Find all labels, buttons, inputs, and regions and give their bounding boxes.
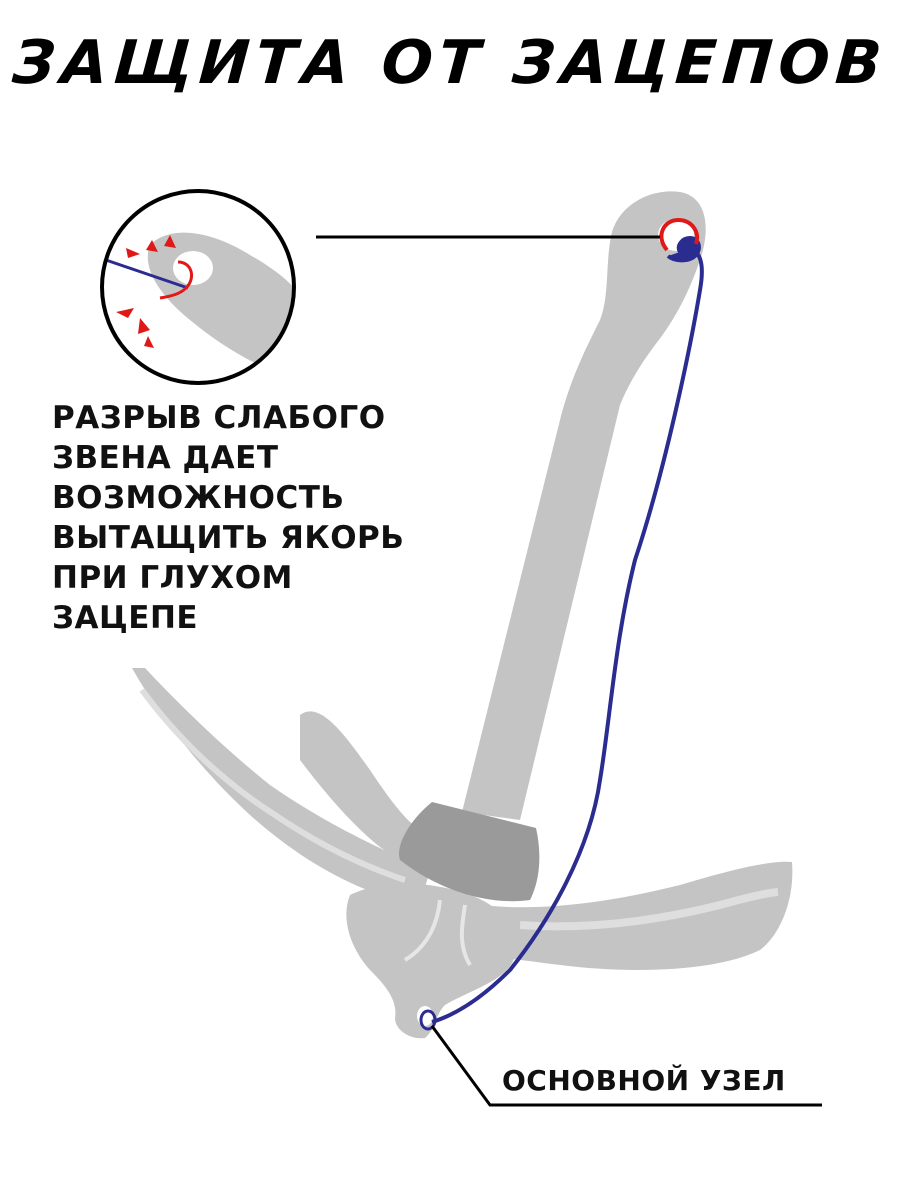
weak-link-loop xyxy=(659,217,699,252)
caption-line: ВЫТАЩИТЬ ЯКОРЬ xyxy=(52,520,405,556)
break-spark-5 xyxy=(138,318,150,334)
break-spark-3 xyxy=(126,248,140,258)
caption-line: РАЗРЫВ СЛАБОГО xyxy=(52,400,386,436)
break-spark-2 xyxy=(164,235,176,248)
caption-line: ВОЗМОЖНОСТЬ xyxy=(52,480,345,516)
anchor-fluke-right-highlight xyxy=(519,888,779,931)
weak-link-caption: РАЗРЫВ СЛАБОГО ЗВЕНА ДАЕТ ВОЗМОЖНОСТЬ ВЫ… xyxy=(52,398,432,638)
callout-line-bottom xyxy=(430,1025,822,1107)
zoom-broken-loop xyxy=(159,260,194,300)
caption-line: ЗАЦЕПЕ xyxy=(52,600,199,636)
anchor-shank xyxy=(462,191,706,820)
anchor-crown-seam xyxy=(403,899,472,967)
main-knot xyxy=(419,1009,437,1031)
zoom-rope xyxy=(102,256,189,290)
anchor-fluke-right xyxy=(450,861,793,970)
zoom-eye-hole xyxy=(173,251,213,285)
zoom-circle-border xyxy=(100,189,296,385)
break-spark-4 xyxy=(116,308,134,318)
weak-link-knot xyxy=(666,235,701,263)
break-spark-1 xyxy=(146,240,158,252)
anchor-bottom-eye xyxy=(417,1006,433,1026)
anchor-fluke-left-highlight xyxy=(139,688,406,883)
main-rope xyxy=(431,244,704,1024)
caption-line: ПРИ ГЛУХОМ xyxy=(52,560,293,596)
anchor-collar xyxy=(399,802,540,902)
anchor-fluke-left xyxy=(132,668,430,905)
main-knot-label: ОСНОВНОЙ УЗЕЛ xyxy=(502,1064,786,1097)
zoom-detail xyxy=(102,232,294,380)
break-spark-6 xyxy=(144,336,154,348)
caption-line: ЗВЕНА ДАЕТ xyxy=(52,440,279,476)
anchor-crown xyxy=(346,883,516,1039)
anchor-fluke-rear xyxy=(300,711,420,860)
zoom-shank xyxy=(147,232,294,380)
